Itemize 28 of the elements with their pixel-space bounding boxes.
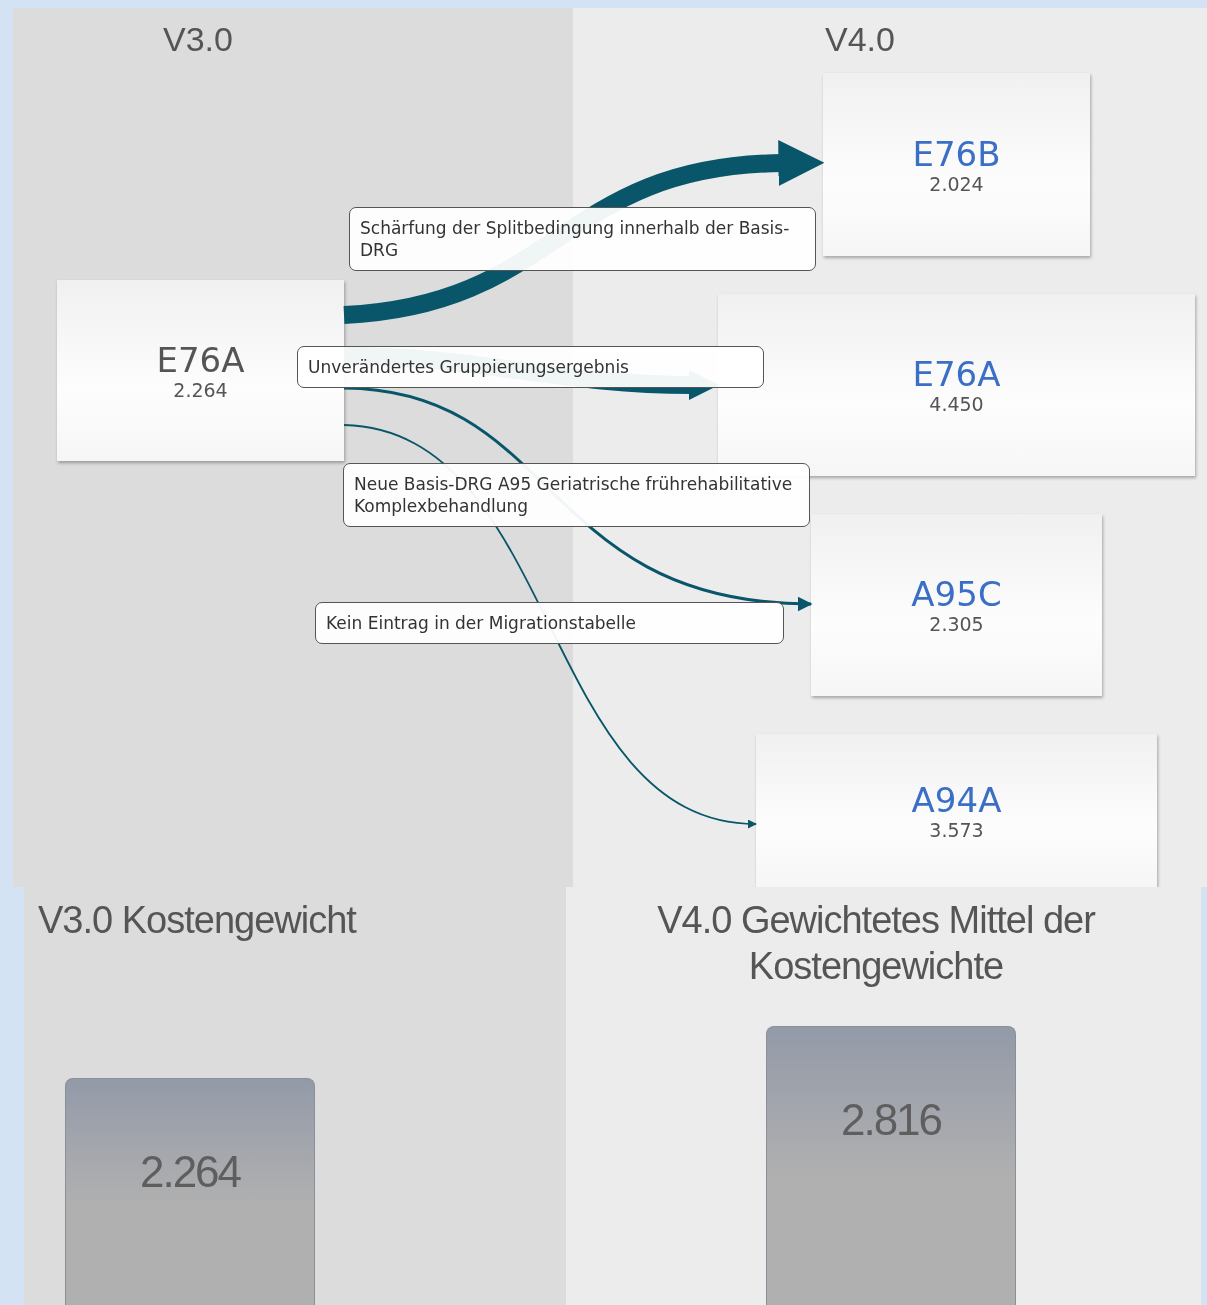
drg-code: A94A [911, 780, 1002, 819]
edge-label: Kein Eintrag in der Migrationstabelle [315, 602, 784, 644]
panel-heading: V3.0 Kostengewicht [38, 898, 356, 943]
cost-weight: 2.305 [929, 613, 984, 635]
cost-weight: 2.024 [929, 172, 984, 195]
cost-weight: 4.450 [929, 393, 984, 415]
panel-heading: V4.0 Gewichtetes Mittel der Kostengewichte [656, 898, 1097, 989]
edge-label: Unverändertes Gruppierungsergebnis [297, 346, 764, 388]
bar-value: 2.816 [840, 1095, 942, 1145]
column-heading: V3.0 [162, 20, 234, 59]
value-bar [766, 1026, 1016, 1305]
drg-code: E76B [912, 134, 1001, 173]
drg-box [718, 294, 1195, 476]
chart-panel [566, 887, 1201, 1305]
chart-panel [24, 887, 566, 1305]
cost-weight: 2.264 [173, 378, 228, 401]
drg-code: E76A [156, 340, 245, 379]
value-bar [65, 1078, 315, 1305]
bar-value: 2.264 [139, 1147, 241, 1197]
drg-box [823, 73, 1090, 256]
drg-box [811, 514, 1102, 696]
cost-weight: 3.573 [929, 818, 984, 841]
drg-code: A95C [911, 575, 1002, 613]
drg-box [756, 734, 1157, 887]
column-heading: V4.0 [824, 20, 896, 59]
edge-label: Schärfung der Splitbedingung innerhalb der Basis-DRG [349, 207, 816, 271]
drg-code: E76A [912, 355, 1001, 393]
edge-label: Neue Basis-DRG A95 Geriatrische frührehabilitative Komplexbehandlung [343, 463, 810, 527]
